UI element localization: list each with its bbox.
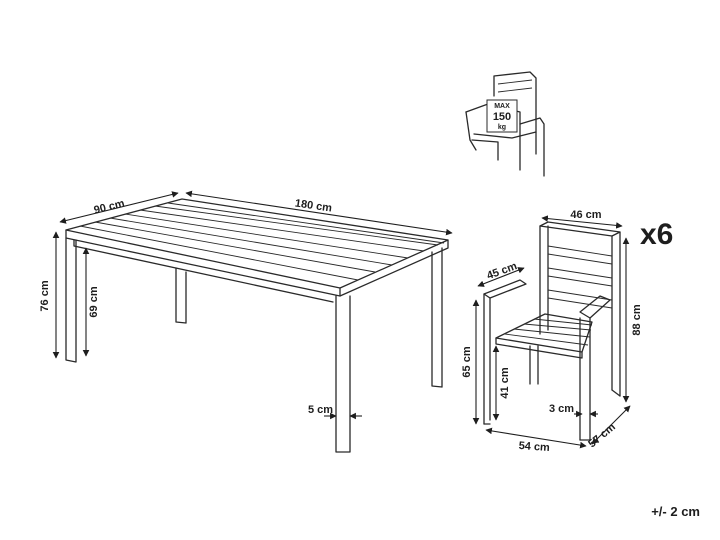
chair-armrest-height-label: 65 cm xyxy=(461,346,473,377)
load-badge-value: 150 xyxy=(493,111,511,123)
chair-base-depth-label: 57 cm xyxy=(586,421,618,450)
table-leg-label: 5 cm xyxy=(308,404,333,416)
table-height-label: 76 cm xyxy=(39,280,51,311)
table-legs xyxy=(65,237,443,453)
chair-seat-height-label: 41 cm xyxy=(499,367,511,398)
chair-base-width-label: 54 cm xyxy=(518,440,550,454)
load-badge-unit: kg xyxy=(498,124,506,131)
chair-back-slats xyxy=(547,245,613,309)
table-clearance-label: 69 cm xyxy=(88,286,100,317)
table-depth-label: 90 cm xyxy=(93,197,126,216)
chair-width-label: 46 cm xyxy=(570,209,601,221)
chair-height-label: 88 cm xyxy=(631,304,643,335)
chair-leg-label: 3 cm xyxy=(549,403,574,415)
chair-dimensions: 46 cm x6 45 cm 88 cm 65 cm 41 cm 3 cm 54… xyxy=(461,209,673,454)
load-badge-max: MAX xyxy=(494,103,510,110)
table-dimensions: 90 cm 180 cm 76 cm 69 cm 5 cm xyxy=(39,190,453,420)
load-badge xyxy=(486,99,518,133)
table-top xyxy=(65,198,449,289)
table-drawing xyxy=(65,198,449,453)
chair-seat xyxy=(495,313,593,353)
table-width-label: 180 cm xyxy=(294,197,333,214)
chair-seat-depth-label: 45 cm xyxy=(485,260,519,282)
table-slats xyxy=(79,202,445,281)
tolerance-label: +/- 2 cm xyxy=(651,504,700,519)
quantity-label: x6 xyxy=(640,218,673,251)
load-capacity-chair-icon: MAX 150 kg xyxy=(465,71,545,177)
